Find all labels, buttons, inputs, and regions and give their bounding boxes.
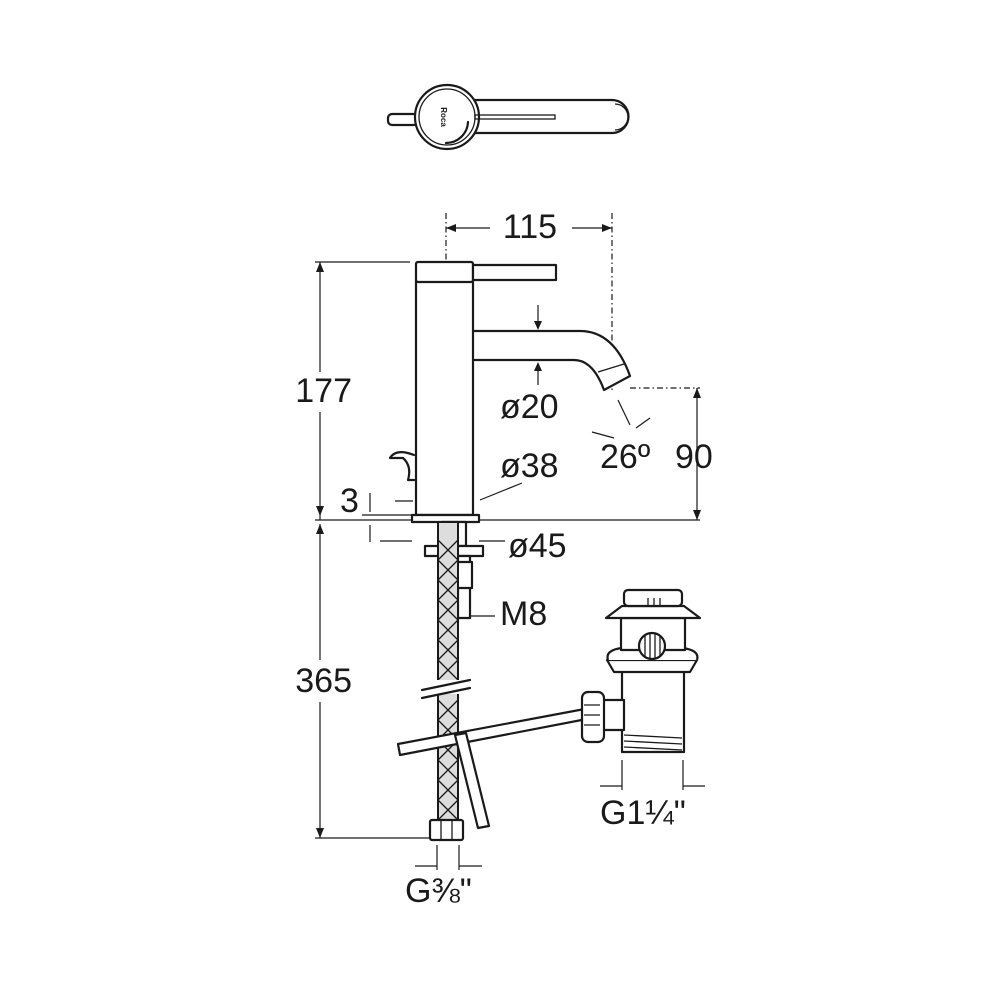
dimension-labels: 115 177 ø20 26º 90 ø38 3 ø45 M8 365 G1¼"… bbox=[295, 208, 713, 910]
label-hose-thread: G⅜" bbox=[405, 872, 472, 910]
label-body-diameter: ø38 bbox=[500, 447, 559, 485]
label-spout-angle: 26º bbox=[600, 438, 650, 476]
label-base-diameter: ø45 bbox=[508, 527, 567, 565]
dimension-lines bbox=[315, 213, 705, 870]
top-view: Roca bbox=[386, 83, 630, 151]
braided-hose bbox=[437, 521, 459, 821]
label-spout-reach: 115 bbox=[503, 208, 557, 246]
label-spout-height: 90 bbox=[675, 438, 713, 476]
label-body-height: 177 bbox=[295, 372, 352, 410]
waste-drain bbox=[580, 588, 702, 754]
label-hose-length: 365 bbox=[295, 662, 352, 700]
label-spout-diameter: ø20 bbox=[500, 388, 559, 426]
label-stud-thread: M8 bbox=[500, 595, 547, 633]
label-base-gap: 3 bbox=[340, 482, 359, 520]
faucet-side-view bbox=[388, 260, 632, 842]
brand-logo: Roca bbox=[439, 107, 448, 127]
label-waste-thread: G1¼" bbox=[600, 794, 686, 832]
